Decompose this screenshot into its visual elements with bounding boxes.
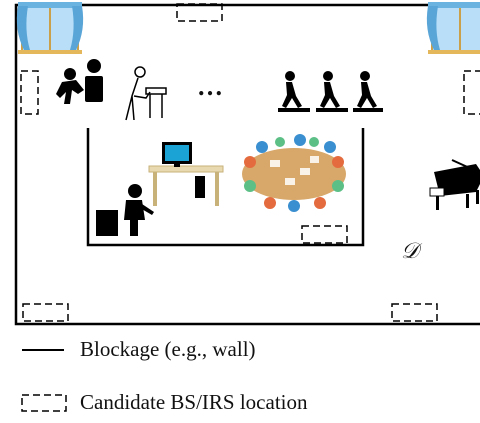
meeting-table-icon — [242, 134, 346, 212]
legend-candidate-box — [21, 394, 67, 412]
person-at-computer-icon — [96, 184, 154, 236]
legend-blockage-label: Blockage (e.g., wall) — [80, 337, 256, 361]
more-areas-ellipsis: … — [197, 72, 226, 101]
person-at-desk-icon — [125, 66, 167, 121]
candidate-location — [463, 70, 480, 115]
worker-icon — [56, 59, 103, 104]
candidate-location — [22, 303, 69, 322]
candidate-location — [20, 70, 39, 115]
window-icon — [16, 2, 84, 54]
grand-piano-icon — [429, 159, 480, 210]
region-label: 𝒟 — [401, 238, 419, 263]
inner-room-walls — [86, 128, 365, 247]
candidate-location — [391, 303, 438, 322]
desktop-computer-icon — [148, 142, 224, 206]
room-boundary — [14, 3, 480, 326]
legend-candidate-label: Candidate BS/IRS location — [80, 390, 308, 414]
candidate-location — [301, 225, 348, 244]
window-icon — [426, 2, 480, 54]
candidate-location — [176, 3, 223, 22]
treadmill-runners-icon — [278, 71, 383, 112]
